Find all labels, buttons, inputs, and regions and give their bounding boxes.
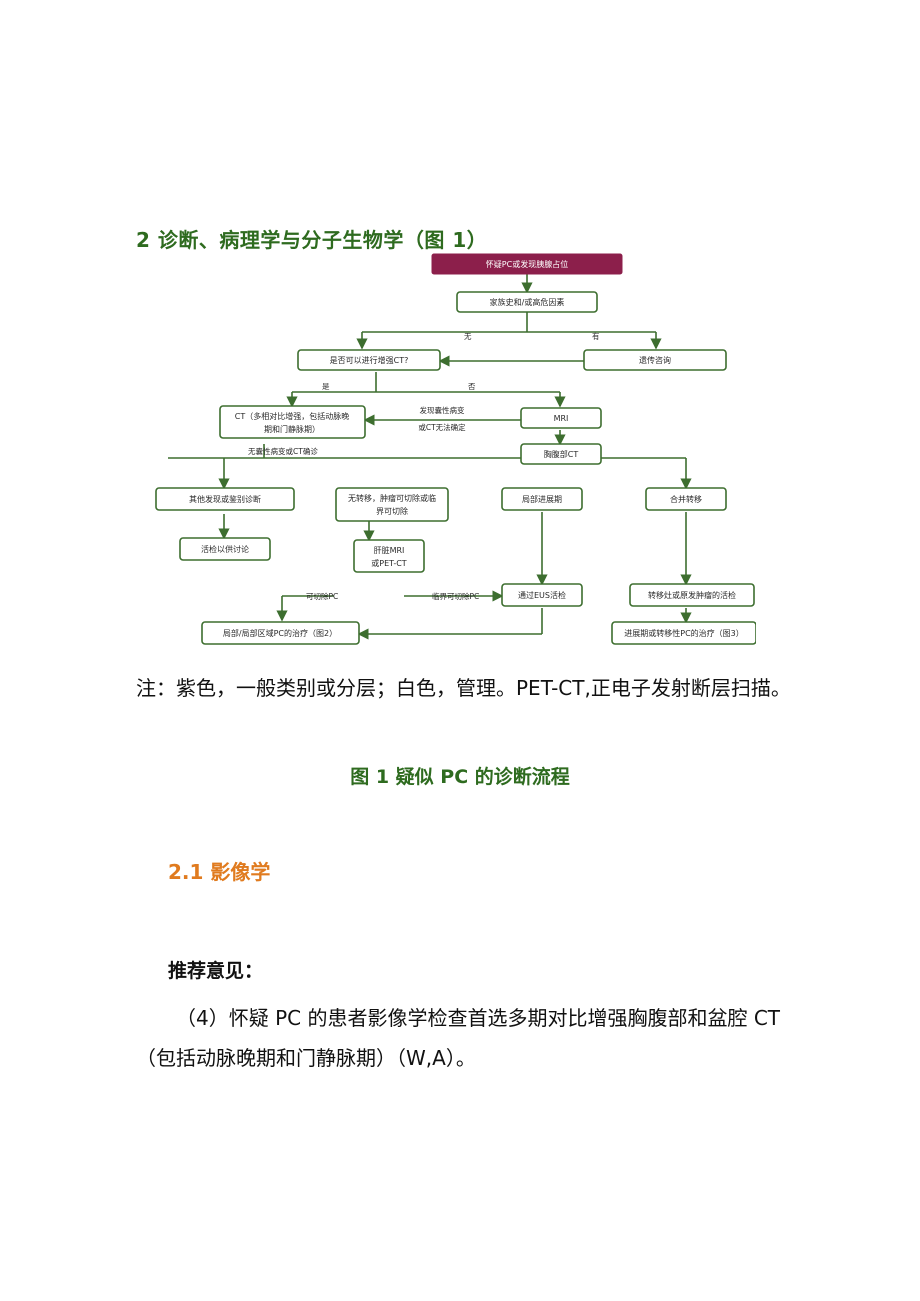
node-advanced-treatment: 进展期或转移性PC的治疗（图3） — [611, 621, 756, 645]
svg-text:肝脏MRI: 肝脏MRI — [374, 545, 405, 555]
subsection-title: 2.1 影像学 — [168, 860, 271, 884]
node-locally-advanced: 局部进展期 — [501, 487, 583, 511]
node-resectable: 无转移，肿瘤可切除或临 界可切除 — [335, 487, 449, 522]
node-suspected-pc: 怀疑PC或发现胰腺占位 — [431, 253, 623, 275]
svg-text:其他发现或鉴别诊断: 其他发现或鉴别诊断 — [189, 494, 261, 504]
svg-text:合并转移: 合并转移 — [670, 494, 702, 504]
node-eus-biopsy: 通过EUS活检 — [501, 583, 583, 607]
section-title: 2 诊断、病理学与分子生物学（图 1） — [136, 228, 488, 252]
node-family-history: 家族史和/或高危因素 — [456, 291, 598, 313]
svg-text:界可切除: 界可切除 — [376, 506, 408, 516]
svg-text:通过EUS活检: 通过EUS活检 — [518, 590, 566, 600]
svg-text:胸腹部CT: 胸腹部CT — [544, 449, 579, 459]
node-mri: MRI — [520, 407, 602, 429]
diagnostic-flowchart: 怀疑PC或发现胰腺占位 家族史和/或高危因素 是否可以进行增强CT? 遗传咨询 … — [136, 248, 756, 653]
edge-label-noncystic: 无囊性病变或CT确诊 — [248, 446, 318, 456]
svg-text:CT（多相对比增强，包括动脉晚: CT（多相对比增强，包括动脉晚 — [235, 411, 349, 421]
node-local-treatment: 局部/局部区域PC的治疗（图2） — [201, 621, 360, 645]
figure-caption: 图 1 疑似 PC 的诊断流程 — [350, 766, 570, 788]
svg-text:局部/局部区域PC的治疗（图2）: 局部/局部区域PC的治疗（图2） — [223, 628, 337, 638]
edge-label-fou: 否 — [468, 382, 476, 391]
svg-text:家族史和/或高危因素: 家族史和/或高危因素 — [490, 297, 565, 307]
svg-text:MRI: MRI — [554, 414, 569, 423]
node-metastasis-biopsy: 转移灶或原发肿瘤的活检 — [629, 583, 755, 607]
edge-label-yes: 有 — [592, 331, 600, 341]
svg-text:活检以供讨论: 活检以供讨论 — [201, 544, 249, 554]
edge-label-cystic-1: 发现囊性病变 — [420, 405, 465, 415]
figure-note: 注：紫色，一般类别或分层；白色，管理。PET-CT,正电子发射断层扫描。 — [136, 676, 791, 700]
edge-label-cystic-2: 或CT无法确定 — [418, 422, 466, 432]
svg-text:无转移，肿瘤可切除或临: 无转移，肿瘤可切除或临 — [348, 493, 436, 503]
svg-text:期和门静脉期）: 期和门静脉期） — [264, 424, 320, 434]
node-multiphase-ct: CT（多相对比增强，包括动脉晚 期和门静脉期） — [219, 405, 366, 439]
recommendation-paragraph: （4）怀疑 PC 的患者影像学检查首选多期对比增强胸腹部和盆腔 CT（包括动脉晚… — [136, 1006, 781, 1070]
recommendation-title: 推荐意见： — [168, 960, 264, 982]
svg-text:遗传咨询: 遗传咨询 — [639, 355, 671, 365]
node-metastasis: 合并转移 — [645, 487, 727, 511]
node-genetic-counseling: 遗传咨询 — [583, 349, 727, 371]
svg-text:怀疑PC或发现胰腺占位: 怀疑PC或发现胰腺占位 — [486, 259, 568, 269]
edge-label-shi: 是 — [322, 382, 330, 391]
node-enhanced-ct-question: 是否可以进行增强CT? — [297, 349, 441, 371]
flow-connectors — [168, 274, 692, 640]
svg-text:局部进展期: 局部进展期 — [522, 494, 562, 504]
svg-text:转移灶或原发肿瘤的活检: 转移灶或原发肿瘤的活检 — [648, 590, 736, 600]
svg-text:是否可以进行增强CT?: 是否可以进行增强CT? — [330, 355, 409, 365]
node-other-findings: 其他发现或鉴别诊断 — [155, 487, 295, 511]
edge-label-borderline: 临界可切除PC — [432, 591, 479, 601]
svg-text:进展期或转移性PC的治疗（图3）: 进展期或转移性PC的治疗（图3） — [624, 628, 744, 638]
svg-text:或PET-CT: 或PET-CT — [371, 558, 407, 568]
node-biopsy-discussion: 活检以供讨论 — [179, 537, 271, 561]
node-liver-mri: 肝脏MRI 或PET-CT — [353, 539, 425, 573]
edge-label-resectable: 可切除PC — [306, 591, 338, 601]
edge-label-no: 无 — [464, 332, 472, 341]
node-chest-abdominal-ct: 胸腹部CT — [520, 443, 602, 465]
